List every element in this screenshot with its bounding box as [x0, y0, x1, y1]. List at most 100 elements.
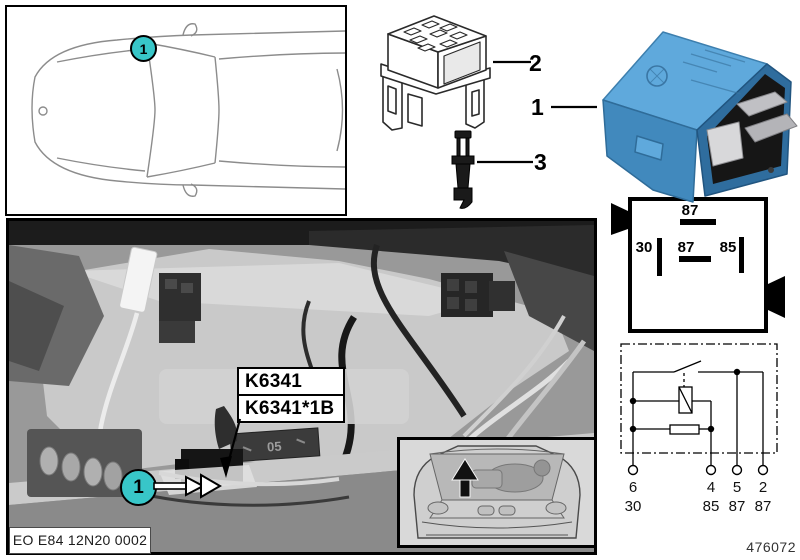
relay-pinout-box: 87 30 87 85 — [628, 197, 768, 333]
junction-dot — [629, 397, 637, 405]
socket-slot — [439, 23, 458, 32]
inset-hood-edge — [429, 448, 565, 455]
component-id-line2: K6341*1B — [245, 398, 335, 419]
item-1-number: 1 — [531, 94, 544, 120]
connector-slot — [447, 279, 459, 291]
connector-cluster-right — [441, 273, 515, 317]
socket-slot — [429, 29, 448, 38]
car-top-view-drawing — [31, 23, 346, 197]
junction-dot — [629, 425, 637, 433]
socket-slot — [449, 31, 468, 40]
item-label-1: 1 — [531, 96, 544, 119]
connector-block — [489, 281, 515, 311]
connector-cluster-center — [159, 273, 201, 343]
relay-pin-plate — [706, 121, 744, 167]
location-inset-box — [397, 437, 597, 548]
relay-engraving-line — [704, 49, 746, 63]
inset-grille-right — [498, 505, 516, 516]
car-mirror-right — [182, 183, 198, 197]
terminal-circle-5 — [731, 464, 743, 476]
inset-headlight-right — [545, 501, 567, 515]
connector-block — [159, 321, 195, 343]
fuse-tray — [27, 429, 142, 497]
black-harness — [370, 244, 467, 418]
socket-cavity — [443, 41, 481, 85]
connector-body — [455, 163, 471, 189]
relay-roundel-quarters — [649, 68, 665, 84]
car-body-outline — [31, 30, 346, 190]
connector-hook — [453, 187, 473, 209]
terminal-circle-4 — [705, 464, 717, 476]
photo-caption: EO E84 12N20 0002 — [9, 527, 151, 554]
socket-leg-mid — [407, 93, 423, 127]
arrow-head — [451, 458, 479, 481]
din-code: 87 — [729, 498, 746, 515]
terminal-circle-6 — [627, 464, 639, 476]
socket-slot — [403, 27, 422, 36]
terminal-number: 4 — [707, 479, 715, 496]
roof-line-top — [218, 52, 346, 60]
pinout-87-mid: 87 — [677, 239, 695, 256]
relay-circuit-schematic: 6 4 5 2 30 85 87 87 — [620, 343, 778, 515]
socket-leg-slot-right — [471, 89, 480, 117]
din-code: 85 — [703, 498, 720, 515]
windshield-left-edge — [146, 42, 156, 178]
relay-roundel-mark — [646, 65, 668, 87]
relay-pin-blade-lower — [744, 113, 798, 143]
schematic-dashed-border — [620, 343, 778, 454]
connector-slot — [181, 283, 193, 293]
relay-engraving-line — [690, 79, 742, 95]
pinout-right-tab — [768, 276, 785, 318]
callout-1-car-number: 1 — [139, 40, 148, 57]
item-3-number: 3 — [534, 149, 547, 175]
fuse-cylinder — [61, 452, 81, 482]
din-code: 30 — [625, 498, 642, 515]
carrier-marks — [242, 438, 306, 452]
inset-bumper-lines — [421, 521, 573, 536]
dark-wedge-left — [9, 281, 64, 371]
callout-1-photo-number: 1 — [133, 476, 144, 498]
item-2-number: 2 — [529, 50, 542, 76]
junction-dot — [733, 368, 741, 376]
inset-headlight-left — [427, 501, 449, 515]
pinout-30-bar — [657, 238, 662, 276]
pinout-30: 30 — [635, 239, 653, 256]
din-code: 87 — [755, 498, 772, 515]
rear-window-edge — [336, 68, 344, 152]
coil-symbol — [678, 386, 693, 414]
item-label-2: 2 — [529, 52, 542, 75]
terminal-number: 5 — [733, 479, 741, 496]
relay-engraving-line — [690, 53, 732, 67]
cowl-dark-band-right — [309, 225, 594, 281]
item-label-3: 3 — [534, 151, 547, 174]
arrow-shaft — [459, 478, 471, 498]
relay-pin-blade-upper — [736, 91, 788, 117]
terminal-circle-2 — [757, 464, 769, 476]
roof-line-bottom — [218, 160, 346, 168]
connector-slot — [465, 281, 477, 293]
relay-case-dot — [768, 167, 774, 173]
terminal-number: 6 — [629, 479, 637, 496]
car-overview-box — [5, 5, 347, 216]
connector-cap — [454, 130, 472, 139]
relay-photo — [602, 31, 798, 203]
relay-socket-drawing — [380, 15, 491, 131]
inset-engine-part — [533, 459, 551, 477]
relay-engraving-line — [682, 61, 718, 73]
callout-1-photo: 1 — [120, 469, 157, 506]
connector-flange — [451, 155, 475, 165]
coil-diagonal — [678, 386, 693, 414]
connector-slot — [465, 299, 477, 311]
car-mirror-left — [182, 23, 198, 37]
connector-slot — [165, 279, 177, 289]
connector-slot — [447, 297, 459, 309]
engine-bay-inset-drawing — [400, 440, 594, 545]
switch-blade — [673, 360, 702, 373]
junction-dot — [707, 425, 715, 433]
component-id-box: K6341 K6341*1B — [237, 367, 345, 423]
inset-grille-left — [477, 505, 495, 516]
socket-slot — [409, 35, 428, 44]
dark-corner-right — [504, 251, 594, 351]
socket-slot — [417, 43, 436, 52]
